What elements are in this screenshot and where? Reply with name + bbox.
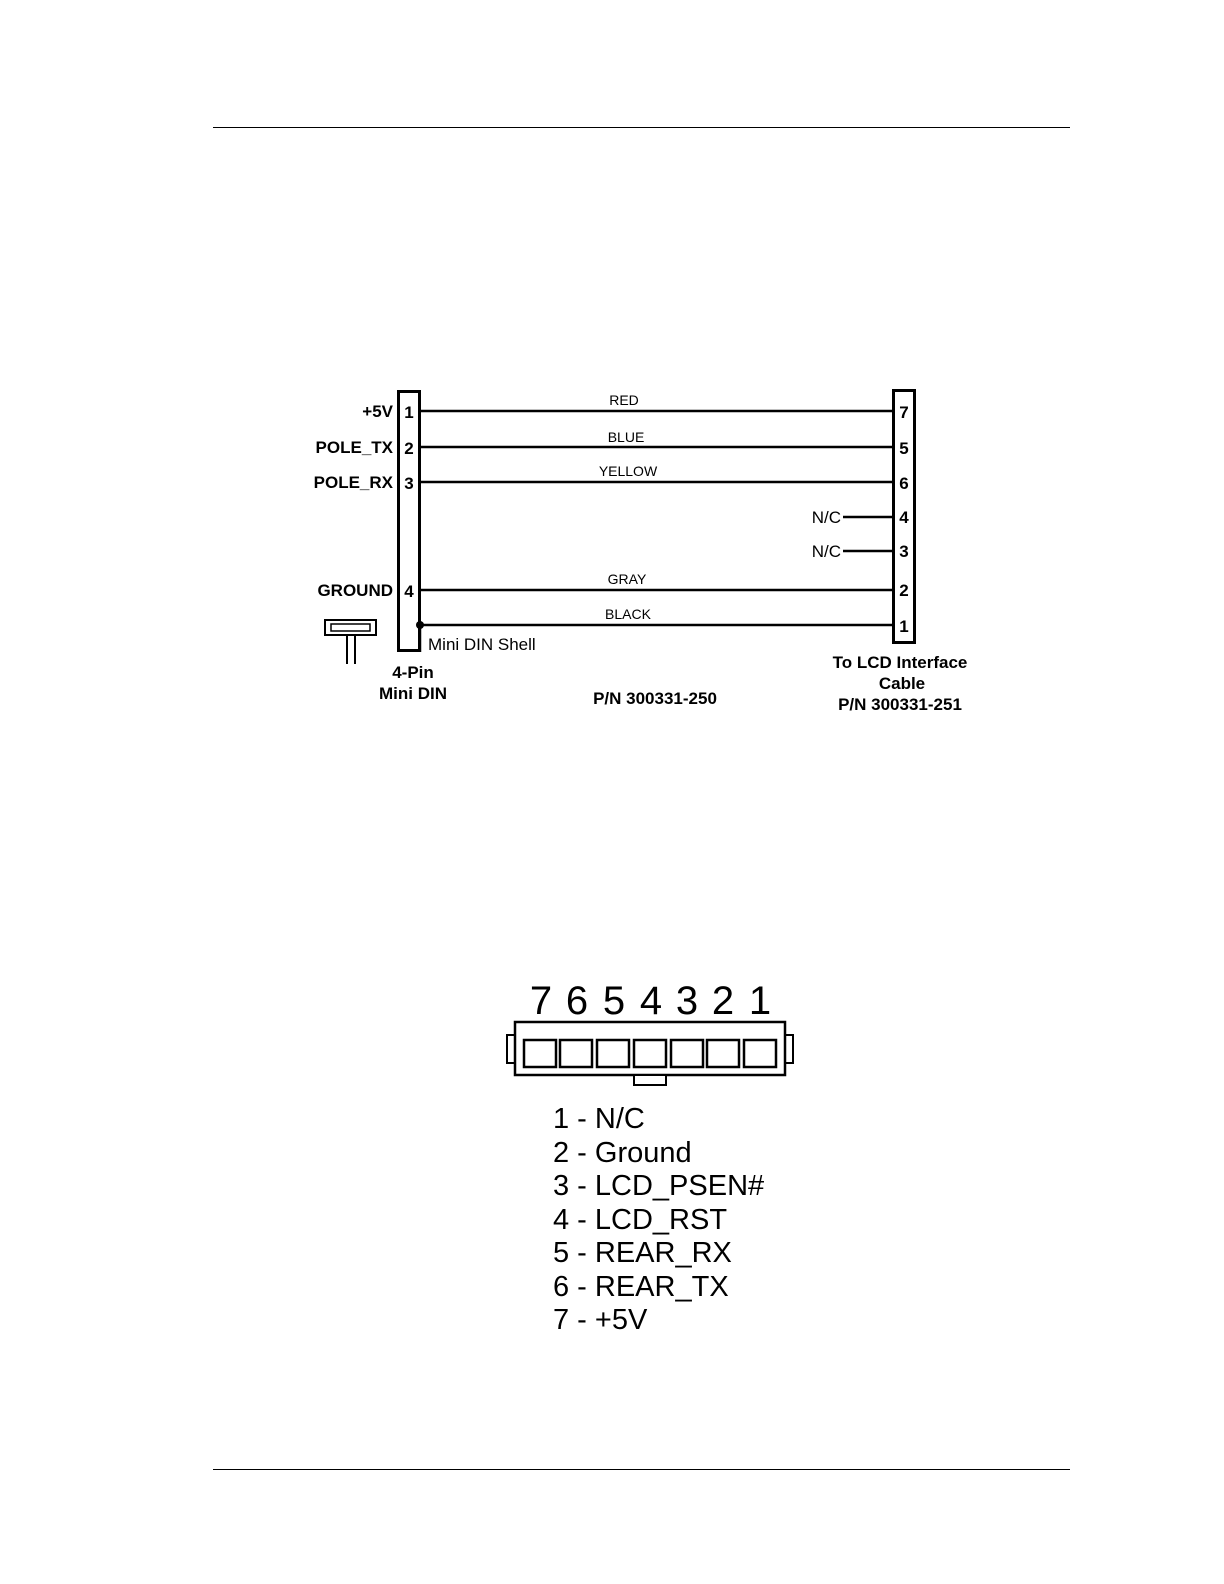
right-pin-5: 5 (899, 439, 908, 458)
mini-din-shell-label: Mini DIN Shell (428, 635, 536, 654)
bottom-rule (213, 1469, 1070, 1470)
connector-cell-3 (671, 1040, 703, 1067)
mini-din-caption-line1: 4-Pin (392, 663, 434, 682)
left-pin-1: 1 (404, 403, 413, 422)
pinout-item-7: 7 - +5V (553, 1304, 764, 1338)
pinout-item-1: 1 - N/C (553, 1103, 764, 1137)
connector-housing (515, 1022, 785, 1075)
connector-cell-6 (560, 1040, 592, 1067)
pinout-item-3: 3 - LCD_PSEN# (553, 1170, 764, 1204)
connector-cell-7 (524, 1040, 556, 1067)
left-pin-2: 2 (404, 439, 413, 458)
connector-cell-1 (744, 1040, 776, 1067)
pinout-item-2: 2 - Ground (553, 1137, 764, 1171)
pinout-item-6: 6 - REAR_TX (553, 1271, 764, 1305)
signal-label-5v: +5V (362, 402, 393, 421)
header-number-2: 2 (712, 979, 734, 1023)
lcd-caption-line1: To LCD Interface (833, 653, 968, 672)
wire-label-red: RED (609, 392, 639, 408)
connector-right-ear (785, 1035, 793, 1063)
header-number-5: 5 (603, 979, 625, 1023)
pinout-item-4: 4 - LCD_RST (553, 1204, 764, 1238)
mini-din-plug-icon (325, 620, 376, 664)
signal-label-pole-tx: POLE_TX (316, 438, 394, 457)
wire-label-yellow: YELLOW (599, 463, 658, 479)
nc-label-pin3: N/C (812, 542, 841, 561)
wire-label-gray: GRAY (608, 571, 647, 587)
lcd-caption-line2: Cable (879, 674, 925, 693)
wire-label-black: BLACK (605, 606, 652, 622)
left-pin-4: 4 (404, 582, 414, 601)
connector-cell-4 (634, 1040, 666, 1067)
connector-latch-tab (634, 1075, 666, 1085)
mini-din-connector-body (399, 392, 420, 651)
lcd-caption-line3: P/N 300331-251 (838, 695, 962, 714)
right-pin-1: 1 (899, 617, 908, 636)
right-pin-7: 7 (899, 403, 908, 422)
cable-part-number: P/N 300331-250 (593, 689, 717, 708)
pinout-list: 1 - N/C 2 - Ground 3 - LCD_PSEN# 4 - LCD… (553, 1103, 764, 1338)
connector-cell-2 (707, 1040, 739, 1067)
right-pin-3: 3 (899, 542, 908, 561)
header-number-4: 4 (640, 979, 662, 1023)
header-number-7: 7 (530, 979, 552, 1023)
header-number-3: 3 (676, 979, 698, 1023)
cable-wiring-diagram: RED BLUE YELLOW GRAY BLACK +5V POLE_TX P… (0, 0, 1224, 760)
connector-cell-5 (597, 1040, 629, 1067)
wire-label-blue: BLUE (608, 429, 645, 445)
header-number-1: 1 (749, 979, 771, 1023)
signal-label-ground: GROUND (317, 581, 393, 600)
signal-label-pole-rx: POLE_RX (314, 473, 394, 492)
right-pin-2: 2 (899, 581, 908, 600)
right-pin-6: 6 (899, 474, 908, 493)
nc-label-pin4: N/C (812, 508, 841, 527)
header-number-6: 6 (566, 979, 588, 1023)
left-pin-3: 3 (404, 474, 413, 493)
pinout-item-5: 5 - REAR_RX (553, 1237, 764, 1271)
mini-din-caption-line2: Mini DIN (379, 684, 447, 703)
right-pin-4: 4 (899, 508, 909, 527)
connector-left-ear (507, 1035, 515, 1063)
